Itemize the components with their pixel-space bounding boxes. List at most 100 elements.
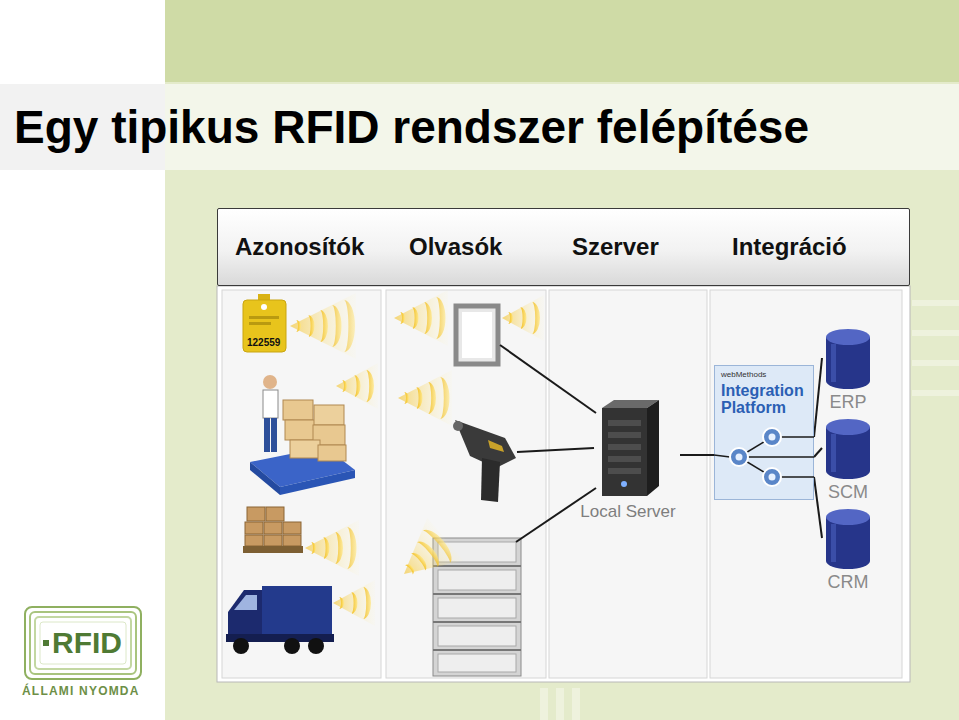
worker-scale-icon-part [280,470,355,495]
wave-crest [411,550,430,571]
wave-crest [436,297,446,339]
radio-wave [386,518,463,596]
cylinder-part [826,419,870,435]
tag-icon-part [249,316,279,319]
cylinder-shape [823,328,873,390]
reader-wires-part [500,345,596,413]
wave-crest [428,382,436,414]
logo-frame-part [43,640,49,646]
connector-line [680,454,714,456]
connector-line [814,448,822,457]
cylinder-part [826,329,870,345]
platform-graphic-part [714,455,730,457]
worker-scale-icon-part [264,418,270,452]
wave-crest [416,387,423,409]
cylinder-part [831,434,836,472]
backdrop-part [572,688,580,720]
wave-cone [394,290,448,346]
database-label: CRM [826,570,871,592]
wave-crest [520,307,527,329]
radio-waves [290,290,544,626]
shelf-reader-part [433,593,521,595]
radio-wave [394,290,448,346]
wave-crest [311,542,316,554]
shelf-reader-part [438,598,516,618]
wave-crest [440,377,450,419]
cylinder-part [831,344,836,382]
database-label: SCM [826,480,870,502]
wave-crest [412,307,419,329]
database-cylinder: SCM [822,418,874,502]
wave-crest [354,375,361,397]
truck-icon-part [262,586,332,634]
backdrop-part [912,390,959,396]
logo-frame-part [25,607,141,679]
wave-crest [423,525,457,563]
pallet-icon [243,507,303,553]
handheld-reader-part [453,421,463,431]
panel-part [217,286,910,682]
wave-crest [351,592,358,614]
wave-cone [386,518,463,596]
column-header: Integráció [732,233,847,261]
pallet-icon-part [264,522,282,534]
wave-crest [332,305,342,347]
wave-crest [320,310,328,342]
tag-icon-part [249,322,271,325]
panel-part [549,290,707,678]
platform-graphic-part [730,448,748,466]
backdrop-part [165,0,959,82]
backdrop-part [0,84,959,170]
worker-scale-icon-part [263,390,278,418]
backdrop-part [912,330,959,336]
reader-wires-part [517,448,594,452]
server-icon-part [647,400,659,496]
pallet-icon-part [243,546,303,553]
server-icon-part [621,481,627,487]
wave-crest [404,392,409,404]
handheld-reader-part [488,440,504,452]
worker-scale-icon-part [250,462,280,495]
backdrop-part [556,688,564,720]
pallet-icon-part [247,507,265,521]
platform-graphic-part [763,468,781,486]
wave-crest [363,587,371,619]
platform-graphic-part [769,434,776,441]
worker-scale-icon-part [285,420,315,440]
column-header: Azonosítók [235,233,364,261]
worker-scale-icon-part [290,440,320,458]
column-header: Szerver [572,233,659,261]
handheld-reader-part [481,458,500,502]
worker-scale-icon-part [283,400,313,420]
platform-graphic-part [748,456,814,458]
pallet-icon-part [266,507,284,521]
shelf-reader-part [433,649,521,651]
wave-cone [398,370,452,426]
truck-icon-part [233,638,249,654]
truck-icon [226,586,334,654]
logo-frame-part [30,612,136,674]
logo-frame-part [40,622,126,664]
database-cylinder: ERP [822,328,874,412]
wave-cone [333,580,375,626]
logo-text: RFID [52,626,122,660]
platform-label: Integration Platform [721,382,807,417]
wave-cone [305,520,359,576]
vendor-label: webMethods [721,371,807,380]
truck-icon-part [234,595,257,610]
radio-wave [502,295,544,341]
shelf-reader-part [438,626,516,646]
wave-crest [335,532,343,564]
server-icon-part [608,456,641,462]
wave-crest [347,527,357,569]
wave-crest [532,302,540,334]
panel-part [222,290,381,678]
handheld-reader [453,420,516,502]
tag-icon-part [261,304,267,310]
tag-number: 122559 [247,337,280,348]
portal-reader [456,306,498,364]
platform-graphic-part [763,428,781,446]
shelf-reader-part [433,565,521,567]
